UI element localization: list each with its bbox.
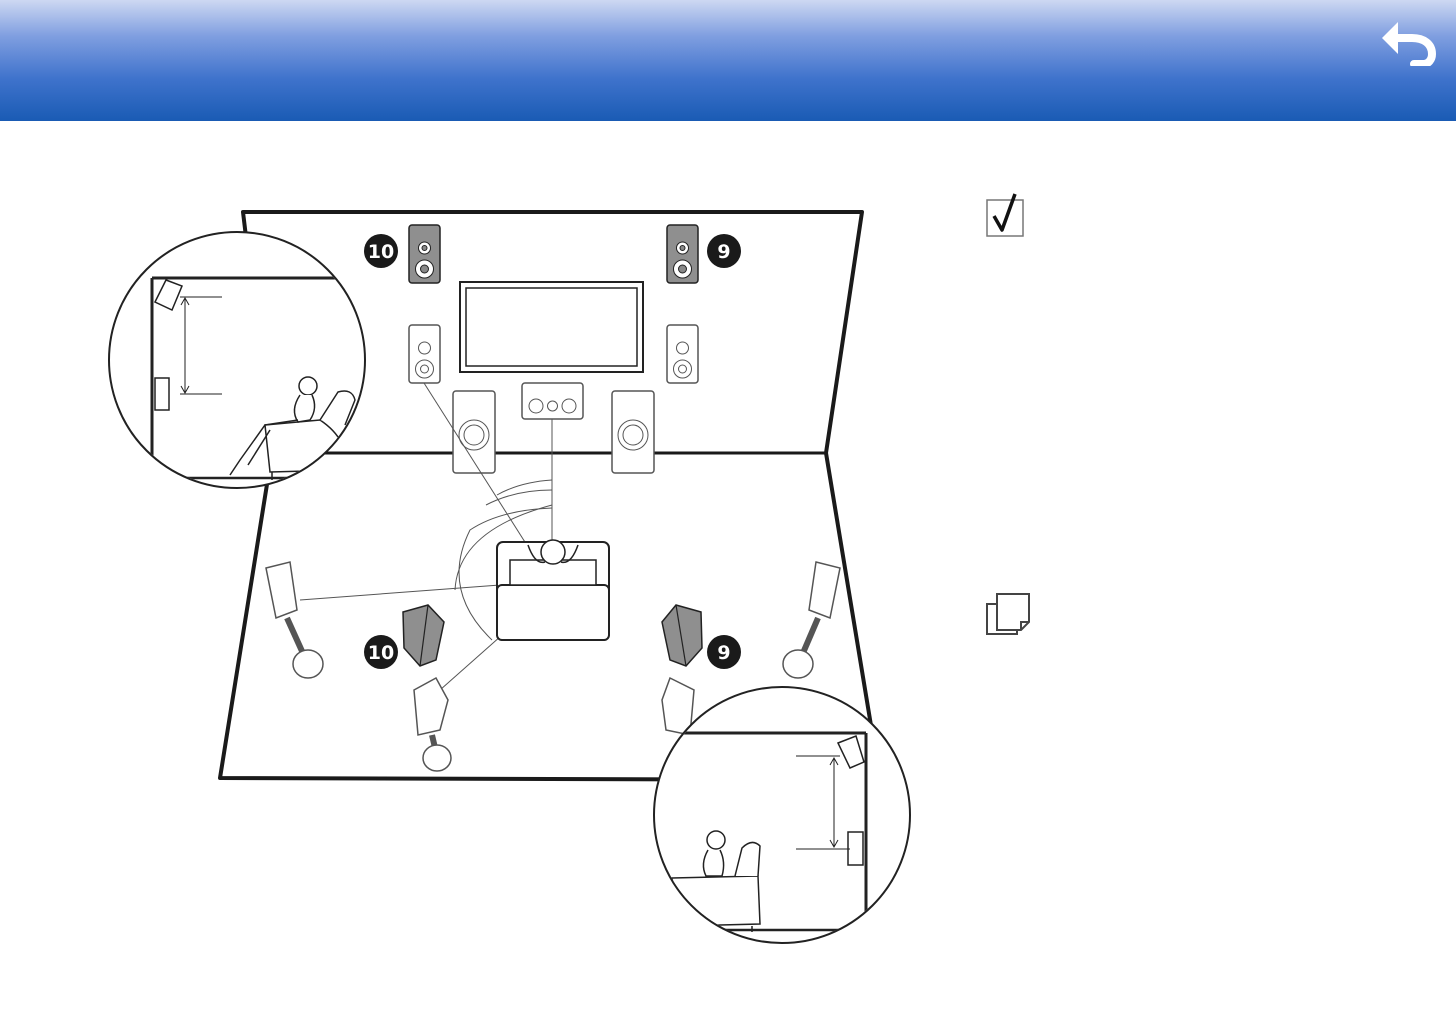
tv-screen — [460, 282, 643, 372]
badge-surround-back-left: 10 — [364, 635, 398, 669]
badge-surround-back-right: 9 — [707, 635, 741, 669]
subwoofer-right — [612, 391, 654, 473]
front-left-speaker — [409, 325, 440, 383]
svg-text:10: 10 — [368, 642, 394, 664]
memo-icon — [985, 592, 1033, 638]
header-bar — [0, 0, 1456, 121]
checkbox-icon — [985, 192, 1027, 238]
front-high-right-speaker — [667, 225, 698, 283]
speaker-layout-diagram: 10 9 10 9 — [0, 121, 940, 1021]
svg-text:9: 9 — [717, 241, 730, 263]
back-arrow-icon — [1380, 16, 1438, 66]
listener-sofa — [497, 540, 609, 640]
subwoofer-left — [453, 391, 495, 473]
side-view-inset-rear — [654, 687, 910, 945]
badge-front-high-left: 10 — [364, 234, 398, 268]
center-speaker — [522, 383, 583, 419]
badge-front-high-right: 9 — [707, 234, 741, 268]
svg-text:10: 10 — [368, 241, 394, 263]
front-right-speaker — [667, 325, 698, 383]
front-high-left-speaker — [409, 225, 440, 283]
svg-text:9: 9 — [717, 642, 730, 664]
back-button[interactable] — [1380, 16, 1438, 66]
